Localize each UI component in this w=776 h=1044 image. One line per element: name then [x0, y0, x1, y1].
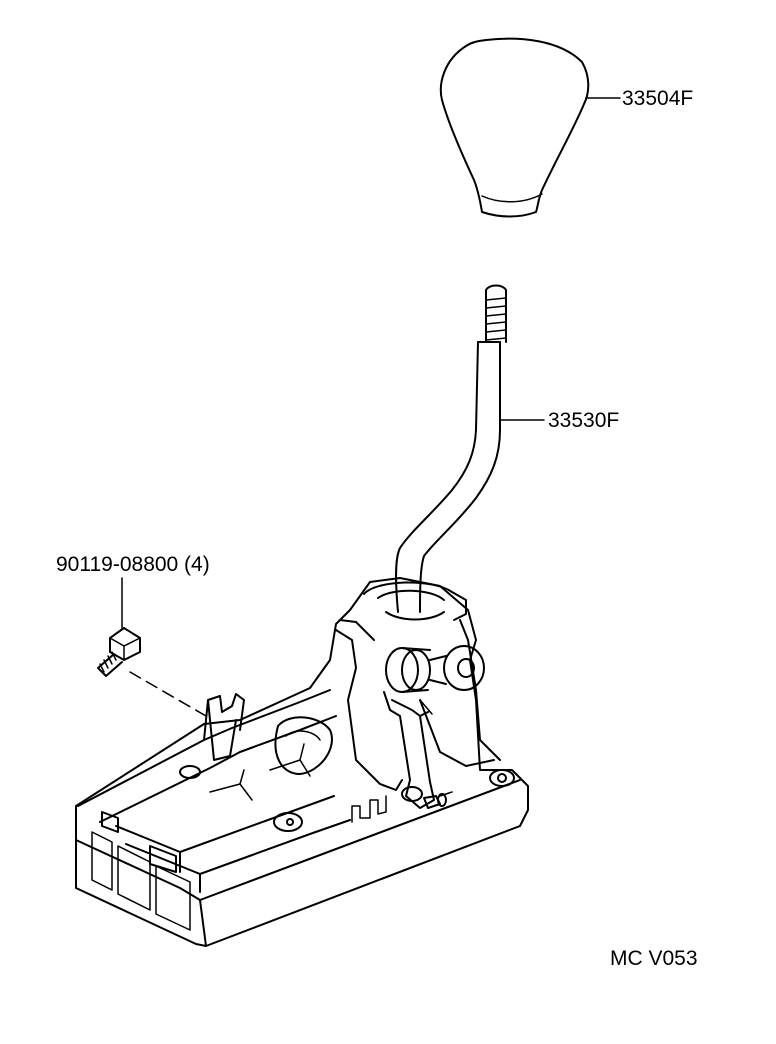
- part-number-bolt: 90119-08800 (4): [56, 553, 210, 576]
- shift-housing: [76, 578, 528, 946]
- bolt-centerline: [130, 672, 206, 716]
- part-number-lever: 33530F: [548, 409, 620, 432]
- shift-knob: [441, 39, 588, 217]
- shift-lever: [396, 286, 506, 613]
- figure-code: MC V053: [610, 947, 698, 970]
- part-number-knob: 33504F: [622, 87, 694, 110]
- bolt: [98, 628, 140, 676]
